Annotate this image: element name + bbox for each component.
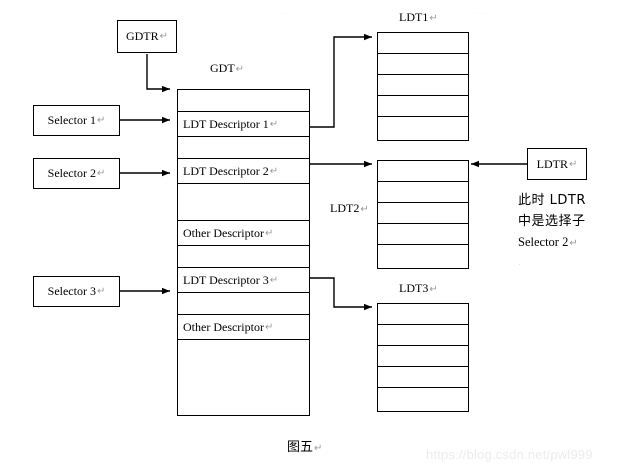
ldt3-title-return-mark: ↵ — [429, 284, 438, 295]
gdt-row-descriptor[interactable]: Other Descriptor↵ — [178, 315, 309, 340]
ldtr-return-mark: ↵ — [568, 158, 578, 170]
gdt-row-descriptor[interactable]: LDT Descriptor 1↵ — [178, 112, 309, 137]
note-line-3: Selector 2 — [518, 235, 569, 249]
selector-3-return-mark: ↵ — [96, 286, 106, 297]
ldt-row-empty[interactable] — [378, 203, 468, 224]
gdt-row-empty[interactable] — [178, 246, 309, 268]
watermark: https://blog.csdn.net/pwl999 — [426, 447, 593, 462]
ldt-row-empty[interactable] — [378, 325, 468, 346]
ldt2-table — [377, 160, 469, 269]
gdt-row-empty[interactable] — [178, 90, 309, 112]
gdtr-register-box[interactable]: GDTR↵ — [117, 20, 177, 53]
gdt-row-empty[interactable] — [178, 184, 309, 221]
gdt-row-empty[interactable] — [178, 293, 309, 315]
gdt-row-label: Other Descriptor — [183, 225, 264, 240]
gdt-row-return-mark: ↵ — [269, 274, 279, 286]
gdtr-label: GDTR — [125, 29, 159, 43]
figure-caption: 图五↵ — [287, 436, 322, 455]
selector-3-box[interactable]: Selector 3↵ — [33, 276, 120, 307]
gdt-row-label: Other Descriptor — [183, 319, 264, 334]
gdt-row-descriptor[interactable]: LDT Descriptor 3↵ — [178, 268, 309, 293]
scan-artifact-top-right: ······ — [470, 8, 488, 18]
ldt-row-empty[interactable] — [378, 304, 468, 325]
wire-descriptor1-to-ldt1 — [310, 33, 372, 128]
gdt-row-return-mark: ↵ — [269, 118, 279, 130]
selector-1-return-mark: ↵ — [96, 115, 106, 126]
gdt-title: GDT↵ — [210, 61, 244, 76]
gdt-row-label: LDT Descriptor 2 — [183, 163, 269, 178]
selector-1-box[interactable]: Selector 1↵ — [33, 105, 120, 136]
ldt2-title-text: LDT2 — [330, 201, 360, 215]
ldt2-title-return-mark: ↵ — [360, 204, 369, 215]
selector-2-return-mark: ↵ — [96, 168, 106, 179]
gdt-row-return-mark: ↵ — [264, 321, 274, 333]
figure-caption-text: 图五 — [287, 440, 314, 455]
ldt1-table — [377, 32, 469, 141]
gdt-table: LDT Descriptor 1↵LDT Descriptor 2↵Other … — [177, 89, 310, 416]
selector-2-label: Selector 2 — [47, 166, 96, 180]
selector-2-box[interactable]: Selector 2↵ — [33, 158, 120, 189]
ldt-row-empty[interactable] — [378, 245, 468, 266]
gdt-row-return-mark: ↵ — [264, 227, 274, 239]
gdt-row-label: LDT Descriptor 3 — [183, 272, 269, 287]
scan-artifact-top-left: ····· — [276, 8, 291, 18]
ldtr-annotation-note: 此时 LDTR 中是选择子 Selector 2↵ · — [518, 190, 586, 275]
ldt2-title: LDT2↵ — [330, 201, 369, 216]
ldt-row-empty[interactable] — [378, 54, 468, 75]
ldt1-title-return-mark: ↵ — [429, 13, 438, 24]
gdt-title-text: GDT — [210, 61, 235, 75]
gdt-row-descriptor[interactable]: Other Descriptor↵ — [178, 221, 309, 246]
ldt-row-empty[interactable] — [378, 346, 468, 367]
note-line-3-return-mark: ↵ — [569, 238, 578, 249]
gdt-row-empty[interactable] — [178, 340, 309, 392]
note-line-2: 中是选择子 — [518, 214, 586, 229]
gdt-row-descriptor[interactable]: LDT Descriptor 2↵ — [178, 159, 309, 184]
ldt1-title: LDT1↵ — [399, 10, 438, 25]
figure-caption-return-mark: ↵ — [314, 443, 323, 454]
ldt-row-empty[interactable] — [378, 96, 468, 117]
ldt3-title-text: LDT3 — [399, 281, 429, 295]
gdt-row-empty[interactable] — [178, 137, 309, 159]
ldtr-register-box[interactable]: LDTR↵ — [527, 148, 587, 180]
ldt-row-empty[interactable] — [378, 367, 468, 388]
wire-descriptor3-to-ldt3 — [310, 277, 372, 311]
ldt3-table — [377, 303, 469, 412]
ldt-row-empty[interactable] — [378, 33, 468, 54]
gdtr-return-mark: ↵ — [159, 31, 169, 42]
gdt-row-return-mark: ↵ — [269, 165, 279, 177]
note-line-1: 此时 LDTR — [518, 193, 586, 208]
ldtr-label: LDTR — [536, 156, 568, 171]
gdt-row-label: LDT Descriptor 1 — [183, 116, 269, 131]
selector-3-label: Selector 3 — [47, 284, 96, 298]
note-artifact: · — [518, 259, 521, 269]
ldt-row-empty[interactable] — [378, 161, 468, 182]
ldt-row-empty[interactable] — [378, 388, 468, 409]
wire-gdtr-to-gdt — [146, 54, 170, 93]
ldt-row-empty[interactable] — [378, 224, 468, 245]
ldt-row-empty[interactable] — [378, 117, 468, 138]
ldt-row-empty[interactable] — [378, 75, 468, 96]
gdt-title-return-mark: ↵ — [235, 64, 245, 75]
selector-1-label: Selector 1 — [47, 113, 96, 127]
ldt-row-empty[interactable] — [378, 182, 468, 203]
ldt1-title-text: LDT1 — [399, 10, 429, 24]
ldt3-title: LDT3↵ — [399, 281, 438, 296]
